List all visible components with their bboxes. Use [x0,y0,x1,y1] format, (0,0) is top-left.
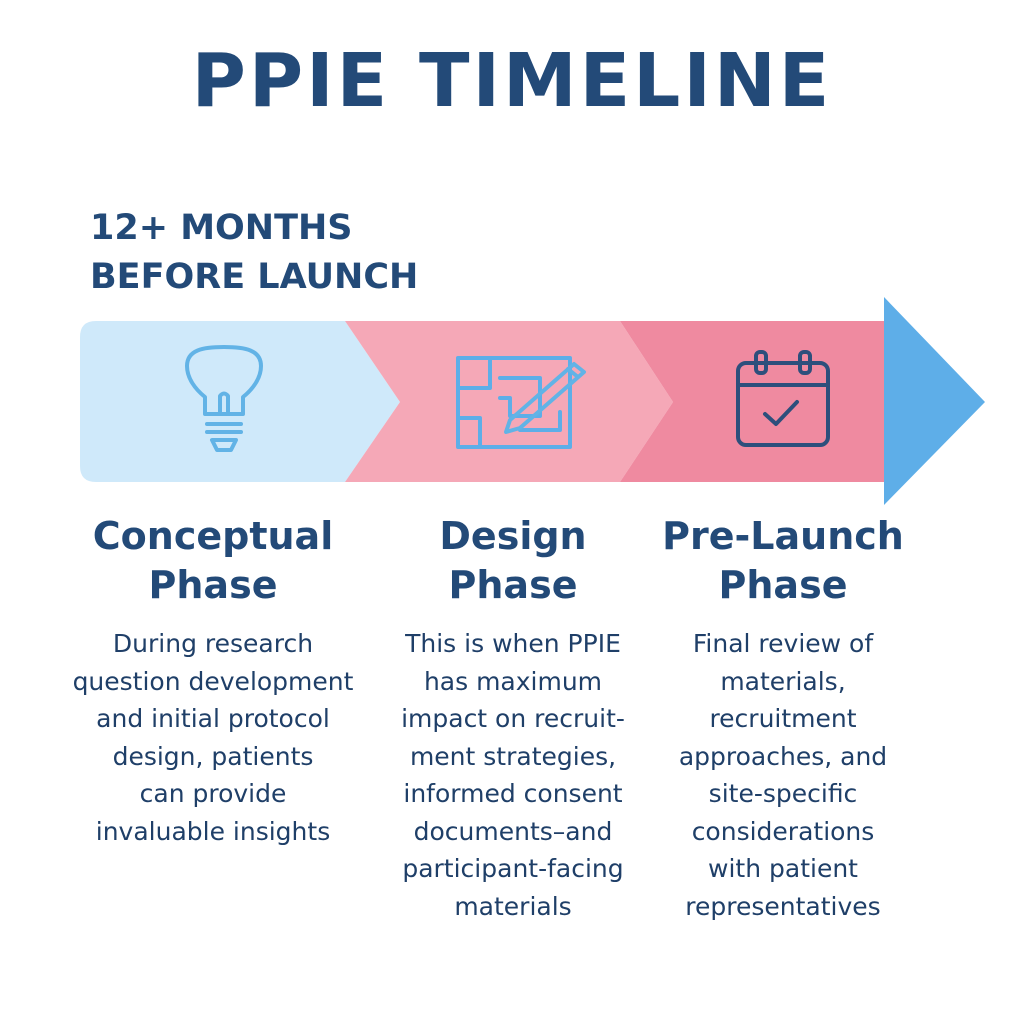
description-line: ment strategies, [409,741,617,771]
calendar-check-icon [736,350,830,447]
phase-description-prelaunch: Final review of materials, recruitment a… [623,625,943,925]
phase-description-design: This is when PPIE has maximum impact on … [353,625,673,925]
phase-title-line-1: Conceptual [92,514,334,558]
blueprint-pencil-icon [456,356,586,449]
description-line: with patient [708,854,858,883]
description-line: and initial protocol [96,704,330,733]
description-line: materials, [720,666,846,696]
description-line: can provide [139,779,287,808]
description-line: impact on recruit- [401,704,625,733]
description-line: site-specific [708,779,858,808]
subtitle-line-2: BEFORE LAUNCH [90,257,419,297]
description-line: has maximum [423,666,603,696]
description-line: informed consent [403,779,623,808]
description-line: During research [112,629,314,658]
segment-conceptual [80,321,400,482]
description-line: This is when PPIE [405,629,621,658]
phase-title-line-2: Phase [718,563,848,607]
description-line: considerations [691,816,875,846]
description-line: documents–and [413,816,613,846]
description-line: representatives [685,891,881,921]
phase-title-line-2: Phase [148,563,278,607]
timeline-subtitle: 12+ MONTHS BEFORE LAUNCH [90,204,418,302]
description-line: Final review of [692,629,874,658]
phase-title-line-1: Design [439,514,587,558]
subtitle-line-1: 12+ MONTHS [90,208,353,248]
phase-title-prelaunch: Pre-Launch Phase [623,512,943,610]
lightbulb-icon [185,345,263,452]
phase-title-line-2: Phase [448,563,578,607]
phase-title-line-1: Pre-Launch [662,514,904,558]
description-line: recruitment [709,704,857,733]
arrow-head [884,297,985,505]
description-line: participant-facing [402,854,624,883]
page-title: PPIE TIMELINE [191,38,833,124]
phase-title-conceptual: Conceptual Phase [53,512,373,610]
phase-title-design: Design Phase [353,512,673,610]
phase-description-conceptual: During research question development and… [53,625,373,850]
description-line: invaluable insights [95,816,331,846]
description-line: design, patients [112,741,314,771]
description-line: question development [72,666,354,696]
description-line: approaches, and [678,741,888,771]
description-line: materials [454,891,572,921]
